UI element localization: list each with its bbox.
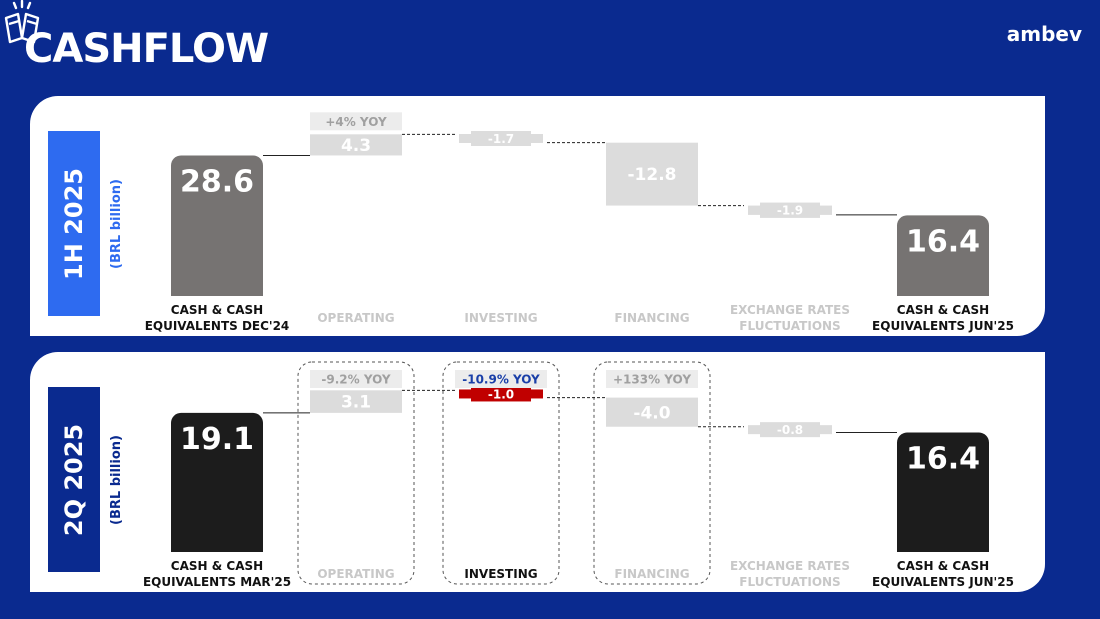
bar-cash-cash-equivalents-jun-25 (897, 215, 989, 296)
brand-logo: ambev (1006, 22, 1082, 46)
bar-cash-cash-equivalents-dec-24 (171, 155, 263, 296)
category-label-financing: FINANCING (614, 311, 689, 325)
yoy-badge-financing (606, 370, 698, 388)
value-label-investing: -1.0 (488, 387, 514, 401)
bar-cash-cash-equivalents-jun-25 (897, 432, 989, 552)
category-label-cash-cash-equivalents-jun-25: CASH & CASH (897, 303, 989, 317)
category-label-exchange-rates-fluctuations: FLUCTUATIONS (739, 575, 840, 589)
category-label-exchange-rates-fluctuations: EXCHANGE RATES (730, 559, 850, 573)
category-frame-investing (442, 361, 560, 585)
value-label-financing: -12.8 (628, 165, 677, 185)
bar-exchange-rates-fluctuations-body (760, 422, 820, 438)
yoy-label-investing: -10.9% YOY (462, 373, 540, 387)
bar-operating (310, 134, 402, 156)
bar-exchange-rates-fluctuations-body (760, 202, 820, 218)
bar-cash-cash-equivalents-mar-25-base (171, 540, 263, 552)
category-label-cash-cash-equivalents-dec-24: EQUIVALENTS DEC'24 (145, 319, 290, 333)
category-label-cash-cash-equivalents-mar-25: CASH & CASH (171, 559, 263, 573)
category-label-cash-cash-equivalents-dec-24: CASH & CASH (171, 303, 263, 317)
category-frame-operating (297, 361, 415, 585)
category-frame-financing (593, 361, 711, 585)
value-label-operating: 3.1 (341, 393, 371, 413)
category-label-financing: FINANCING (614, 567, 689, 581)
value-label-cash-cash-equivalents-mar-25: 19.1 (180, 422, 254, 457)
yoy-badge-operating (310, 370, 402, 388)
period-label: 2Q 2025 (60, 424, 88, 536)
category-label-operating: OPERATING (317, 567, 394, 581)
unit-label: (BRL billion) (109, 435, 124, 525)
bar-financing (606, 142, 698, 206)
bar-cash-cash-equivalents-mar-25 (171, 412, 263, 552)
bar-operating (310, 390, 402, 413)
category-label-exchange-rates-fluctuations: FLUCTUATIONS (739, 319, 840, 333)
value-label-cash-cash-equivalents-dec-24: 28.6 (180, 164, 254, 199)
category-label-exchange-rates-fluctuations: EXCHANGE RATES (730, 303, 850, 317)
unit-label: (BRL billion) (109, 179, 124, 269)
bar-cash-cash-equivalents-jun-25-base (897, 540, 989, 552)
yoy-label-financing: +133% YOY (613, 373, 691, 387)
category-label-investing: INVESTING (464, 567, 537, 581)
value-label-exchange-rates-fluctuations: -1.9 (777, 204, 803, 218)
yoy-badge-investing (455, 370, 547, 388)
value-label-exchange-rates-fluctuations: -0.8 (777, 423, 803, 437)
bar-cash-cash-equivalents-dec-24-base (171, 284, 263, 296)
cheers-icon (4, 0, 40, 44)
value-label-operating: 4.3 (341, 136, 371, 156)
yoy-badge-operating (310, 112, 402, 131)
category-label-cash-cash-equivalents-jun-25: CASH & CASH (897, 559, 989, 573)
value-label-cash-cash-equivalents-jun-25: 16.4 (906, 442, 980, 477)
value-label-investing: -1.7 (488, 132, 514, 146)
category-label-cash-cash-equivalents-mar-25: EQUIVALENTS MAR'25 (143, 575, 291, 589)
bar-cash-cash-equivalents-jun-25-base (897, 284, 989, 296)
bar-investing-body (471, 130, 531, 146)
period-tab (48, 131, 100, 316)
yoy-label-operating: +4% YOY (325, 115, 387, 129)
category-label-operating: OPERATING (317, 311, 394, 325)
period-label: 1H 2025 (60, 168, 88, 280)
category-label-cash-cash-equivalents-jun-25: EQUIVALENTS JUN'25 (872, 319, 1014, 333)
bar-financing (606, 397, 698, 427)
period-tab (48, 387, 100, 572)
category-label-investing: INVESTING (464, 311, 537, 325)
yoy-label-operating: -9.2% YOY (321, 373, 390, 387)
value-label-cash-cash-equivalents-jun-25: 16.4 (906, 224, 980, 259)
value-label-financing: -4.0 (633, 403, 670, 423)
category-label-cash-cash-equivalents-jun-25: EQUIVALENTS JUN'25 (872, 575, 1014, 589)
bar-investing-body (471, 386, 531, 402)
page-title: CASHFLOW (24, 26, 269, 72)
